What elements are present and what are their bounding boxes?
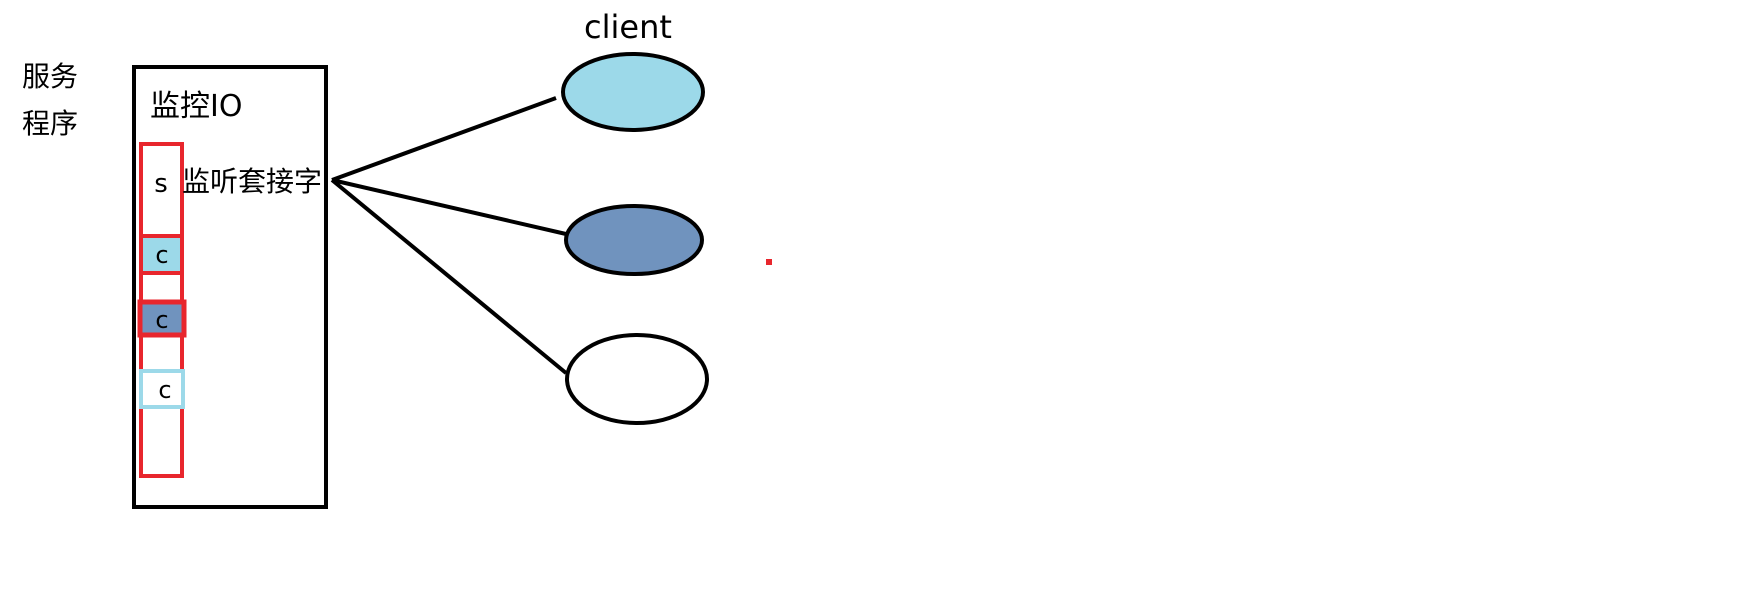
server-socket-letter: s xyxy=(154,169,168,199)
client-ellipse-3 xyxy=(565,333,709,425)
connection-line-2 xyxy=(331,178,567,236)
client-socket-3-letter: c xyxy=(158,376,171,404)
client-socket-3 xyxy=(139,369,185,409)
connection-line-1 xyxy=(331,96,557,182)
client-socket-1 xyxy=(139,234,184,275)
client-socket-2 xyxy=(137,299,187,338)
client-socket-1-letter: c xyxy=(155,241,168,269)
server-box xyxy=(132,65,328,509)
client-label: client xyxy=(584,8,672,46)
service-label-line2: 程序 xyxy=(22,107,78,140)
red-dot xyxy=(766,259,772,265)
service-label-line1: 服务 xyxy=(22,60,78,93)
listen-socket-label: 监听套接字 xyxy=(182,165,322,198)
connection-line-3 xyxy=(330,178,568,375)
client-ellipse-1 xyxy=(561,52,705,132)
monitor-io-label: 监控IO xyxy=(150,89,242,124)
client-ellipse-2 xyxy=(564,204,704,276)
client-socket-2-letter: c xyxy=(155,306,168,334)
